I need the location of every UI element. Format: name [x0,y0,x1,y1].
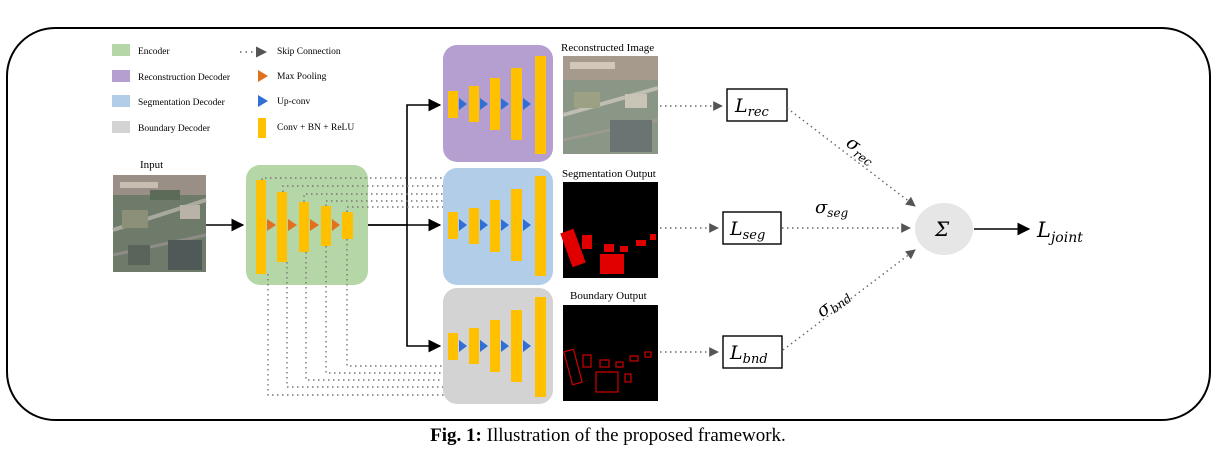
max-pool-arrow [310,219,319,231]
boundary-output-image [563,305,658,401]
loss-seg-main: L [729,218,743,240]
up-conv-arrow [501,98,509,110]
svg-text:Lbnd: Lbnd [729,342,768,367]
legend-pool-label: Max Pooling [277,72,327,82]
encoder-to-boundary-arrow [406,225,442,353]
conv-block [469,86,479,122]
up-conv-arrow [523,219,531,231]
legend-encoder-swatch [112,44,130,56]
up-conv-arrow [480,98,488,110]
conv-block [511,189,522,261]
conv-block [277,192,287,262]
legend-upconv-icon [258,95,268,107]
conv-block [321,206,331,246]
up-conv-arrow [480,340,488,352]
joint-loss-label: Ljoint [1036,218,1083,246]
max-pool-arrow [288,219,297,231]
caption-text: Illustration of the proposed framework. [481,425,786,446]
caption-prefix: Fig. 1: [430,425,482,446]
conv-block [490,320,500,372]
svg-text:Lseg: Lseg [729,218,765,243]
legend-pool-icon [258,70,268,82]
max-pool-arrow [267,219,276,231]
conv-block [511,68,522,140]
encoder-blocks [256,180,353,274]
svg-text:Lrec: Lrec [734,95,770,120]
legend-skip-label: Skip Connection [277,47,341,57]
conv-block [535,297,546,397]
sigma-seg-label: σseg [815,197,849,220]
legend-upconv-label: Up-conv [277,97,310,107]
loss-rec-box: Lrec [726,88,788,122]
conv-block [535,176,546,276]
loss-bnd-box: Lbnd [722,335,783,369]
legend-conv-label: Conv + BN + ReLU [277,123,354,133]
loss-rec-main: L [734,95,748,117]
conv-block [469,328,479,364]
reconstructed-image-label: Reconstructed Image [561,42,654,54]
up-conv-arrow [501,219,509,231]
loss-rec-sub: rec [748,105,770,120]
encoder-to-reconstruction-arrow [368,98,442,226]
conv-block [490,200,500,252]
loss-bnd-main: L [729,342,743,364]
legend-segmentation-swatch [112,95,130,107]
outer-frame [6,27,1211,421]
legend-segmentation-label: Segmentation Decoder [138,98,226,108]
input-label: Input [140,159,163,171]
legend: Encoder Reconstruction Decoder Segmentat… [112,44,354,138]
up-conv-arrow [523,340,531,352]
conv-block [535,56,546,154]
segmentation-output-image [560,182,658,278]
loss-seg-sub: seg [743,228,766,243]
loss-bnd-sub: bnd [743,352,768,367]
segmentation-decoder-blocks [448,176,546,276]
legend-reconstruction-label: Reconstruction Decoder [138,73,231,83]
up-conv-arrow [459,340,467,352]
reconstruction-decoder-blocks [448,56,546,154]
rec-loss-to-sum [786,107,916,207]
conv-block [448,212,458,239]
legend-conv-icon [258,118,266,138]
legend-boundary-swatch [112,121,130,133]
up-conv-arrow [523,98,531,110]
sigma-rec-label: σrec [841,132,881,169]
up-conv-arrow [501,340,509,352]
conv-block [511,310,522,382]
sigma-bnd-label: σbnd [812,284,854,324]
figure-caption: Fig. 1: Illustration of the proposed fra… [0,425,1216,447]
conv-block [299,202,309,252]
legend-reconstruction-swatch [112,70,130,82]
conv-block [342,212,353,239]
segmentation-output-label: Segmentation Output [562,168,656,180]
conv-block [469,208,479,244]
up-conv-arrow [459,219,467,231]
reconstructed-image [562,56,659,154]
conv-block [256,180,266,274]
boundary-decoder-blocks [448,297,546,397]
input-image [112,175,207,272]
sum-node [915,203,973,255]
conv-block [490,78,500,130]
loss-seg-box: Lseg [722,211,782,245]
legend-boundary-label: Boundary Decoder [138,124,211,134]
conv-block [448,333,458,360]
up-conv-arrow [480,219,488,231]
legend-encoder-label: Encoder [138,47,170,57]
up-conv-arrow [459,98,467,110]
sum-symbol: Σ [934,217,950,241]
boundary-output-label: Boundary Output [570,290,647,302]
max-pool-arrow [332,219,340,231]
conv-block [448,91,458,118]
